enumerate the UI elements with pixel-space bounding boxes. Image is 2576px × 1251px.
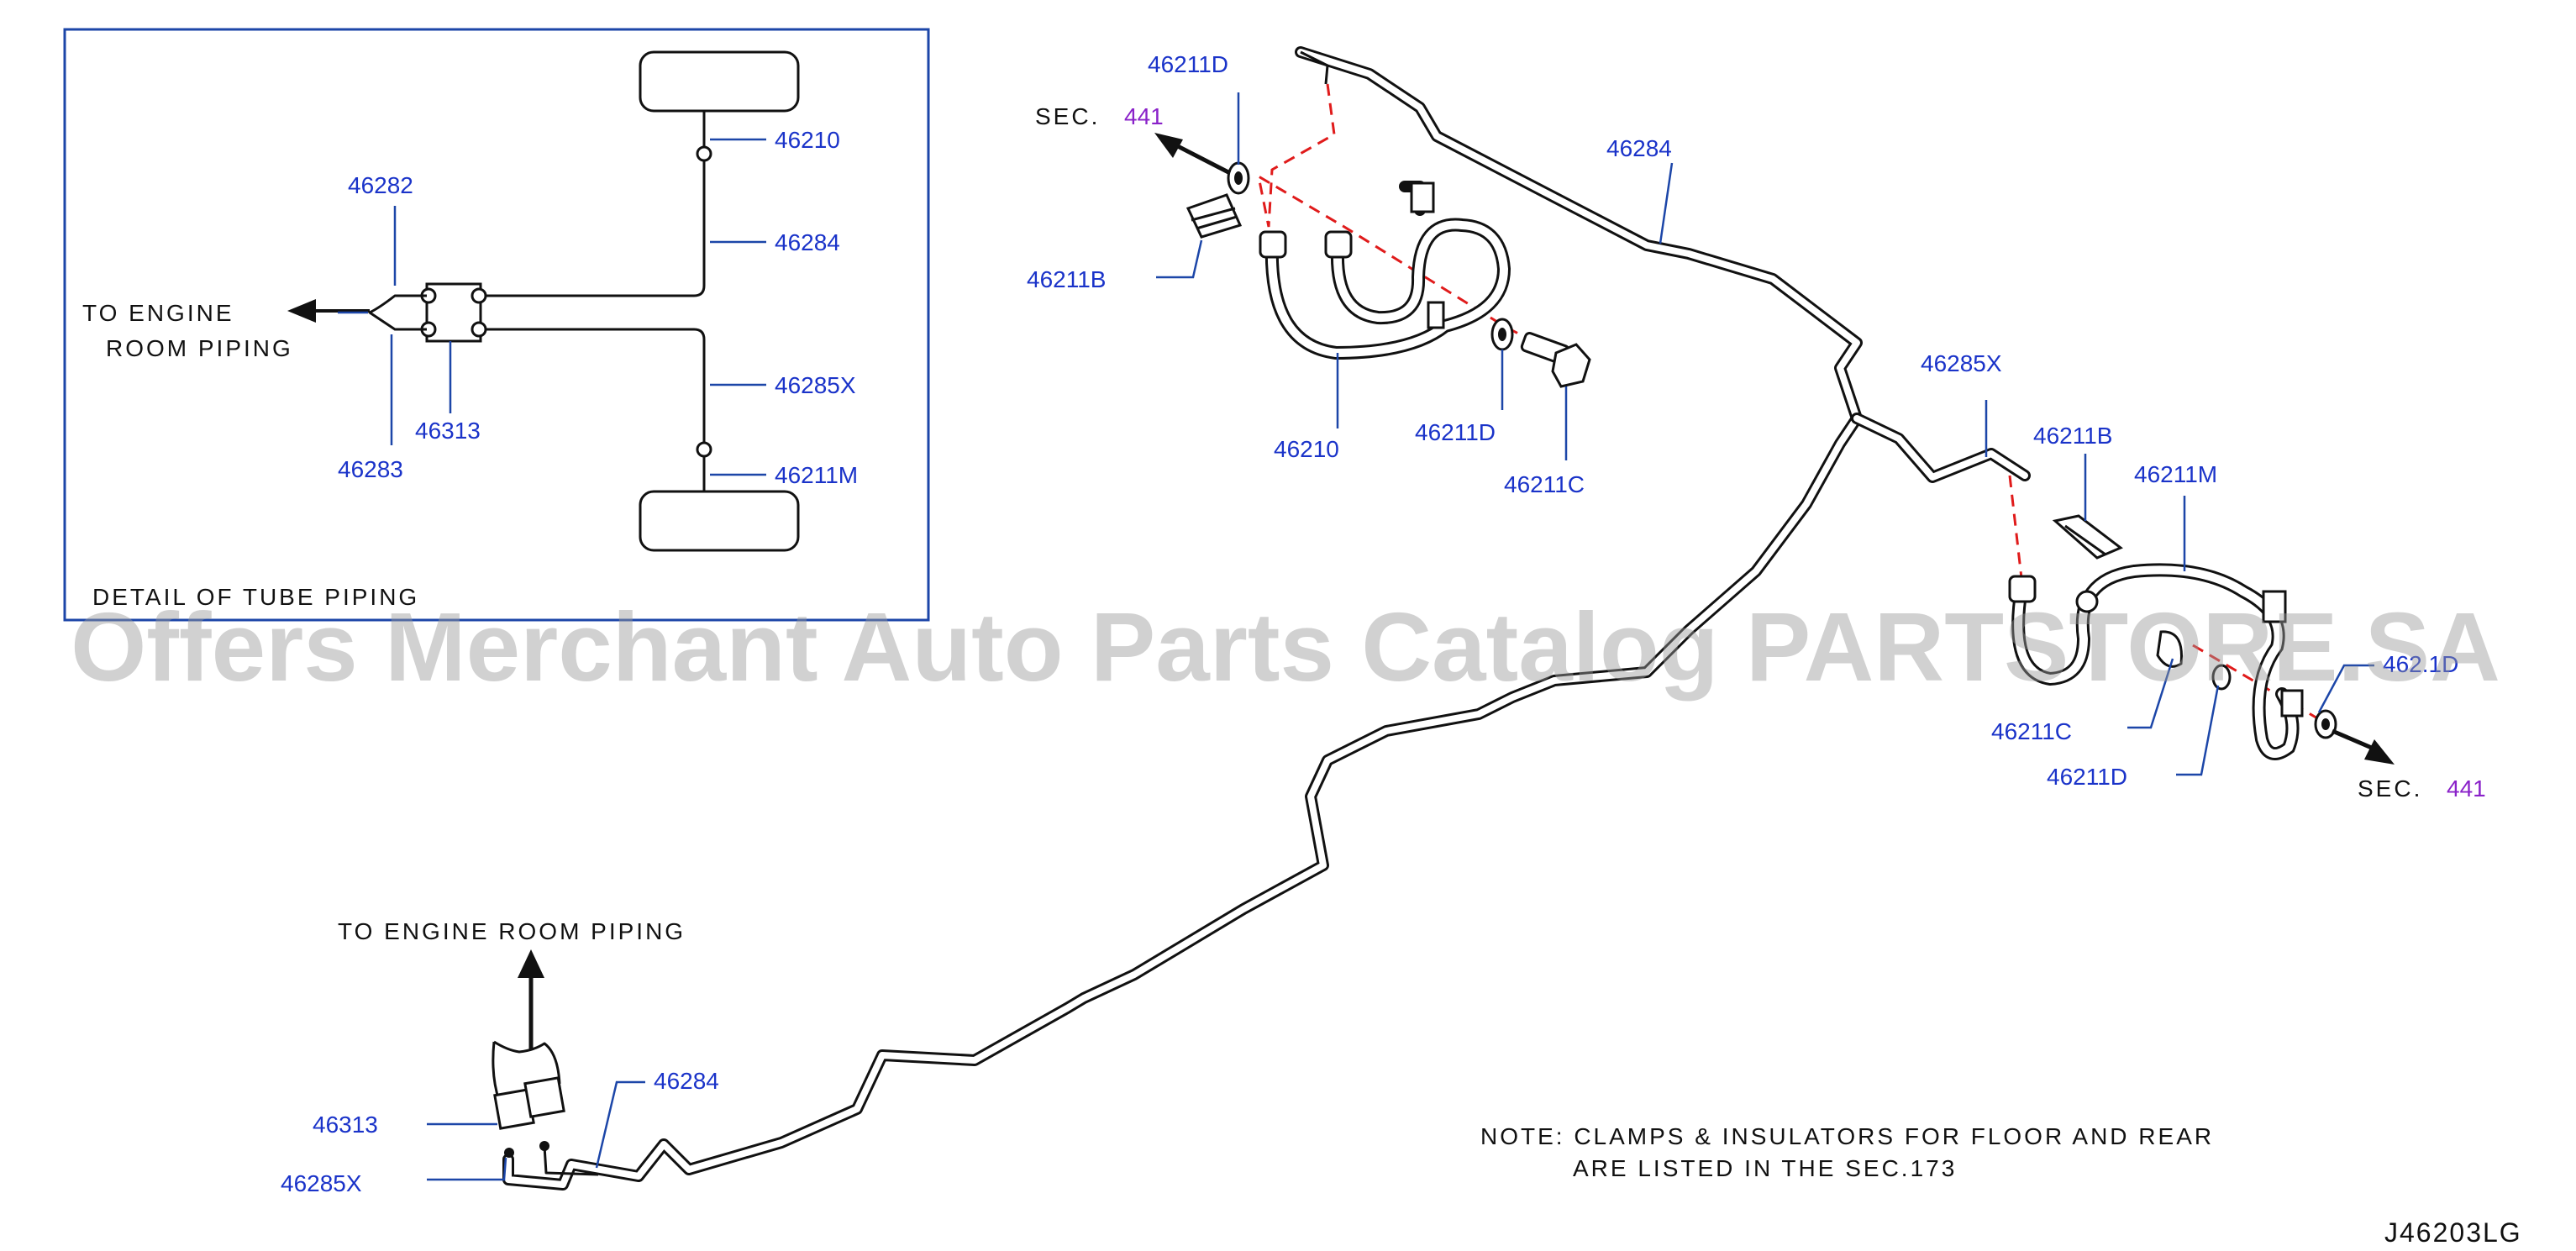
bottom-joint-1 <box>504 1148 514 1158</box>
front-tube-end <box>1300 50 1329 85</box>
bottom-to-engine-label: TO ENGINE ROOM PIPING <box>338 918 686 944</box>
hose-fitting-front-1 <box>1259 230 1287 259</box>
detail-box-title: DETAIL OF TUBE PIPING <box>92 584 419 610</box>
detail-box-frame <box>63 28 930 622</box>
callout-front-46211d-bottom[interactable]: 46211D <box>1415 419 1496 445</box>
front-centerline <box>1256 83 1572 363</box>
washer-46211d-rear-1 <box>2211 664 2232 691</box>
callout-46313[interactable]: 46313 <box>415 418 481 444</box>
hose-46210-outer <box>1264 218 1511 360</box>
bottom-branch-tube <box>543 1145 599 1176</box>
rear-tube <box>481 328 706 491</box>
bottom-to-engine-arrow-head <box>518 949 544 978</box>
junction-block <box>368 282 487 343</box>
callout-46211m[interactable]: 46211M <box>775 462 858 488</box>
junction-block-bottom <box>492 1040 565 1130</box>
sec-label-front: SEC. <box>1035 103 1100 129</box>
clip-46211b-rear <box>2052 514 2123 560</box>
front-assembly: 46211D SEC. 441 46211B 46210 46211D 4621… <box>1027 51 1674 497</box>
rear-wheel-symbol <box>639 490 800 552</box>
rear-joint <box>696 441 712 458</box>
front-joint <box>696 145 712 162</box>
clip-46211b-rear-rib <box>2064 524 2106 556</box>
leader-rear-46211d <box>2176 685 2220 776</box>
washer-46211d-front-top-hole <box>1234 171 1243 185</box>
callout-46284[interactable]: 46284 <box>775 229 840 255</box>
callout-46210[interactable]: 46210 <box>775 127 840 153</box>
sec-number-rear[interactable]: 441 <box>2447 775 2486 802</box>
clip-46211b-front-ribs <box>1191 207 1238 230</box>
bottom-assembly: TO ENGINE ROOM PIPING 46284 46313 46285X <box>281 918 719 1196</box>
hose-fitting-rear-2 <box>2075 590 2099 613</box>
detail-box: 46210 46284 46285X 46211M 46282 46313 46… <box>63 28 930 622</box>
to-engine-arrow-head <box>287 299 316 323</box>
sec441-rear-arrow-head <box>2364 739 2395 765</box>
clip-46211b-front <box>1185 193 1243 239</box>
callout-rear-46211c[interactable]: 46211C <box>1991 718 2072 744</box>
callout-rear-46285x[interactable]: 46285X <box>1921 350 2002 376</box>
washer-46211d-front-bottom-hole <box>1498 328 1506 341</box>
callout-rear-46211d[interactable]: 46211D <box>2047 764 2127 790</box>
note-line2: ARE LISTED IN THE SEC.173 <box>1573 1155 1957 1181</box>
rear-assembly: 46285X 46211B 46211M 462.1D 46211C 46211… <box>1921 350 2486 802</box>
hose-46210-inner <box>1267 220 1509 358</box>
hose-fitting-front-3 <box>1410 181 1435 213</box>
diagram-code: J46203LG <box>2384 1217 2522 1247</box>
callout-bottom-46313[interactable]: 46313 <box>313 1112 378 1138</box>
callout-46282[interactable]: 46282 <box>348 172 413 198</box>
hose-fitting-rear-1 <box>2008 575 2037 603</box>
washer-46211d-rear-2-hole <box>2321 718 2330 730</box>
callout-46283[interactable]: 46283 <box>338 456 403 482</box>
to-engine-label-line2: ROOM PIPING <box>106 335 293 361</box>
bolt-46211c-front <box>1520 331 1591 388</box>
sec-number-front[interactable]: 441 <box>1124 103 1164 129</box>
callout-rear-46211b[interactable]: 46211B <box>2033 423 2112 449</box>
main-tube-inner <box>505 49 1860 1188</box>
callout-rear-46211d-partial[interactable]: 462.1D <box>2383 651 2458 677</box>
hose-clip-rear <box>2156 630 2183 668</box>
leader-front-46284 <box>1659 162 1674 244</box>
note-line1: NOTE: CLAMPS & INSULATORS FOR FLOOR AND … <box>1480 1123 2214 1149</box>
sec441-front-arrow-line <box>1170 140 1232 176</box>
leader-rear-46211c <box>2127 658 2174 729</box>
sec441-front-arrow-head <box>1154 133 1183 158</box>
front-wheel-symbol <box>639 50 800 113</box>
sec-label-rear: SEC. <box>2358 775 2422 802</box>
leader-front-46211b <box>1156 239 1203 279</box>
watermark: Offers Merchant Auto Parts Catalog PARTS… <box>71 592 2500 702</box>
callout-front-46210[interactable]: 46210 <box>1274 436 1339 462</box>
hose-fitting-front-2 <box>1324 230 1353 259</box>
to-engine-label-line1: TO ENGINE <box>82 300 234 326</box>
callout-front-46211d-top[interactable]: 46211D <box>1148 51 1228 77</box>
callout-46285x[interactable]: 46285X <box>775 372 856 398</box>
main-brake-tube <box>502 46 2031 1191</box>
callout-front-46211c[interactable]: 46211C <box>1504 471 1585 497</box>
callout-front-46211b[interactable]: 46211B <box>1027 266 1106 292</box>
callout-bottom-46285x[interactable]: 46285X <box>281 1170 362 1196</box>
leader-rear-46211d-partial <box>2317 664 2374 713</box>
callout-main-46284[interactable]: 46284 <box>1606 135 1672 161</box>
front-tube <box>481 111 706 297</box>
hose-clip-front <box>1427 301 1445 329</box>
hose-fitting-rear-3 <box>2280 689 2304 717</box>
hose-bracket-rear <box>2262 590 2287 623</box>
leader-bottom-46285x <box>427 1157 507 1181</box>
leader-bottom-46284 <box>595 1080 645 1169</box>
rear-branch-inner <box>1853 415 2028 481</box>
callout-rear-46211m[interactable]: 46211M <box>2134 461 2217 487</box>
hose-46211m-inner <box>2014 565 2297 758</box>
callout-bottom-46284[interactable]: 46284 <box>654 1068 719 1094</box>
